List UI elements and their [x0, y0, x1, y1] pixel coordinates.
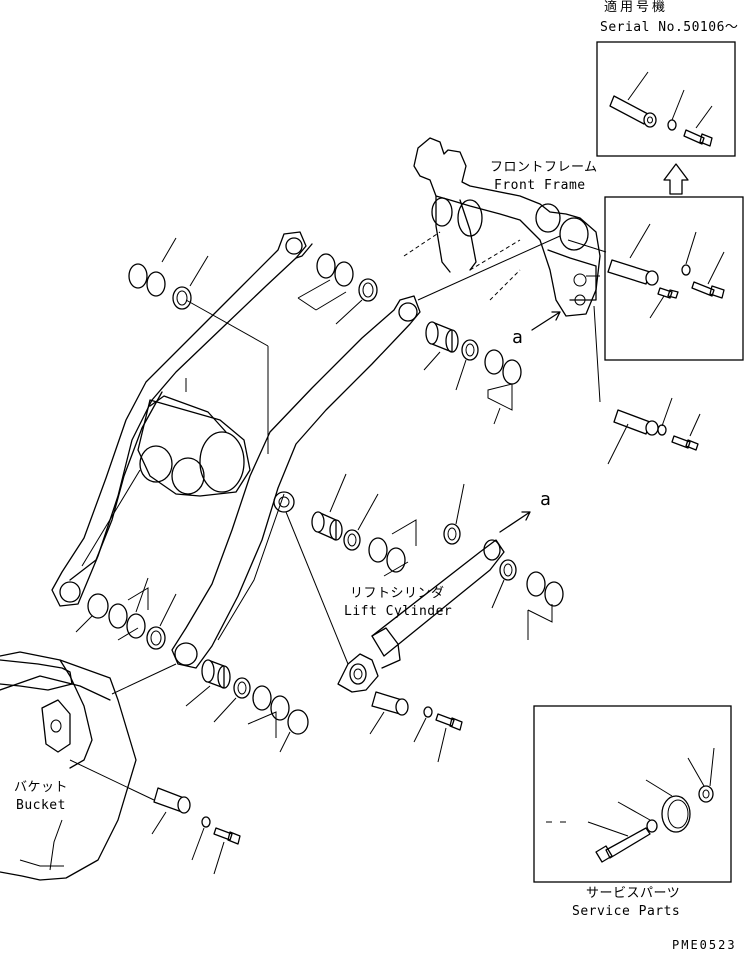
lower-bushing — [311, 473, 347, 541]
arm-cylinder-link — [285, 511, 349, 665]
upper-left-shims — [128, 237, 177, 297]
right-lower-oring — [279, 709, 309, 753]
serial-label-en: Serial No.50106～ — [600, 20, 739, 35]
cylinder-pin — [369, 691, 463, 763]
inset-bolt — [691, 251, 725, 299]
arm-top-bushing — [423, 321, 459, 371]
service-bolt — [546, 821, 651, 863]
service-parts-label-jp: サービスパーツ — [586, 886, 681, 901]
serial-inset-washer — [667, 89, 685, 131]
serial-label-jp: 適用号機 — [604, 0, 669, 15]
left-lower-shims — [108, 577, 149, 641]
service-parts-label-en: Service Parts — [572, 904, 681, 919]
serial-inset-bolt — [683, 105, 713, 147]
lift-cylinder — [337, 539, 505, 693]
right-lift-arm — [171, 295, 421, 669]
arm-lower-pin-end — [273, 491, 295, 513]
arm-frame-link — [417, 235, 561, 301]
lower-seal-2 — [443, 483, 465, 545]
arm-top-seal — [455, 339, 479, 391]
left-lift-arm — [51, 231, 313, 607]
serial-inset-box — [596, 41, 736, 157]
service-parts-box — [533, 705, 732, 883]
lower-shims — [368, 519, 417, 577]
arm-top-shims — [484, 349, 522, 425]
service-nut — [687, 747, 715, 803]
upper-left-bushing — [172, 255, 209, 310]
lift-cylinder-label-jp: リフトシリンダ — [350, 586, 445, 601]
inset-washer — [681, 231, 697, 276]
bucket-label-jp: バケット — [14, 780, 69, 795]
lift-cylinder-label-en: Lift Cylinder — [344, 604, 453, 619]
cylinder-end-shims — [526, 571, 564, 640]
right-lower-bushing — [185, 659, 231, 707]
left-oring — [75, 593, 109, 633]
service-ring — [645, 779, 691, 833]
front-frame — [403, 137, 601, 317]
bucket-label-en: Bucket — [16, 798, 66, 813]
pin-inset-box — [604, 196, 744, 361]
front-frame-label-en: Front Frame — [494, 178, 586, 193]
cylinder-arrow-a — [499, 511, 531, 533]
arrow-ref-a-frame: a — [512, 327, 524, 348]
upgrade-arrow — [663, 163, 689, 195]
service-washer — [617, 801, 658, 833]
frame-inset-leader — [567, 239, 607, 253]
cylinder-end-seal — [491, 559, 517, 609]
drawing-code: PME0523 — [672, 938, 737, 952]
right-lower-shims — [247, 685, 290, 738]
left-lower-bushing — [146, 593, 177, 650]
right-lower-seal — [213, 677, 251, 723]
bucket — [0, 651, 155, 881]
cross-tube — [137, 378, 251, 497]
front-frame-label-jp: フロントフレーム — [490, 160, 598, 175]
inset-small-bolt — [649, 287, 679, 319]
arrow-ref-a-cylinder: a — [540, 489, 552, 510]
arm-bushing-link — [185, 299, 269, 347]
serial-inset-pin — [609, 71, 657, 128]
frame-arrow-a — [531, 311, 561, 331]
inset-pin — [607, 223, 659, 286]
upper-right-shims — [297, 253, 378, 325]
frame-lower-leader — [593, 305, 601, 403]
bucket-pin — [151, 787, 241, 875]
frame-pin-assembly — [607, 397, 701, 465]
arm-bucket-leader — [111, 663, 177, 695]
lower-seal — [343, 493, 379, 551]
